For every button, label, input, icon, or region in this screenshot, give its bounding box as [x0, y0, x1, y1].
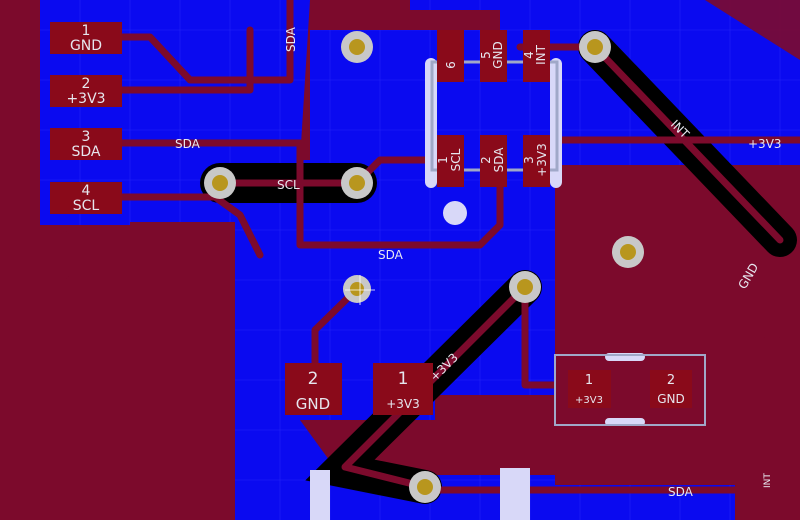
net-label-sda: SDA	[378, 248, 404, 262]
svg-text:SCL: SCL	[73, 198, 100, 214]
svg-text:5: 5	[479, 51, 493, 59]
via	[579, 31, 611, 63]
svg-text:+3V3: +3V3	[535, 143, 549, 177]
svg-text:GND: GND	[657, 392, 685, 406]
svg-text:2: 2	[667, 373, 675, 388]
svg-text:2: 2	[308, 369, 319, 389]
via	[612, 236, 644, 268]
svg-text:4: 4	[82, 183, 91, 199]
svg-text:GND: GND	[491, 41, 505, 69]
svg-text:+3V3: +3V3	[66, 91, 105, 107]
svg-text:+3V3: +3V3	[575, 395, 603, 406]
svg-text:1: 1	[398, 369, 409, 389]
via	[409, 471, 441, 503]
net-label-sda: SDA	[668, 485, 694, 499]
svg-text:1: 1	[585, 373, 593, 388]
crosshair-cursor-icon	[345, 275, 375, 305]
svg-text:3: 3	[82, 129, 91, 145]
net-label-3v3: +3V3	[748, 137, 782, 151]
via	[341, 31, 373, 63]
pads[interactable]	[50, 22, 692, 415]
net-label-sda: SDA	[284, 26, 298, 52]
svg-text:GND: GND	[70, 38, 102, 54]
svg-text:3: 3	[522, 156, 536, 164]
svg-text:+3V3: +3V3	[386, 397, 420, 411]
svg-text:1: 1	[82, 23, 91, 39]
svg-text:4: 4	[522, 51, 536, 59]
svg-text:INT: INT	[534, 44, 548, 65]
net-label-int: INT	[763, 473, 773, 488]
vias[interactable]	[204, 31, 644, 503]
ic-labels: 6 5 GND 4 INT 1 SCL 2 SDA 3 +3V3	[436, 41, 549, 177]
net-label-sda: SDA	[175, 137, 201, 151]
via	[509, 271, 541, 303]
net-label-scl: SCL	[277, 178, 300, 192]
svg-text:SCL: SCL	[449, 148, 463, 171]
lower-pad-labels: 2 GND 1 +3V3 1 +3V3 2 GND	[296, 369, 685, 413]
via	[343, 275, 371, 303]
via	[341, 167, 373, 199]
svg-text:2: 2	[82, 76, 91, 92]
svg-text:1: 1	[436, 156, 450, 164]
svg-text:2: 2	[479, 156, 493, 164]
via	[204, 167, 236, 199]
connector-labels: 1 GND 2 +3V3 3 SDA 4 SCL	[66, 23, 105, 214]
svg-text:SDA: SDA	[492, 147, 506, 173]
svg-text:SDA: SDA	[72, 144, 101, 160]
svg-text:GND: GND	[296, 395, 330, 413]
svg-text:6: 6	[444, 61, 458, 69]
